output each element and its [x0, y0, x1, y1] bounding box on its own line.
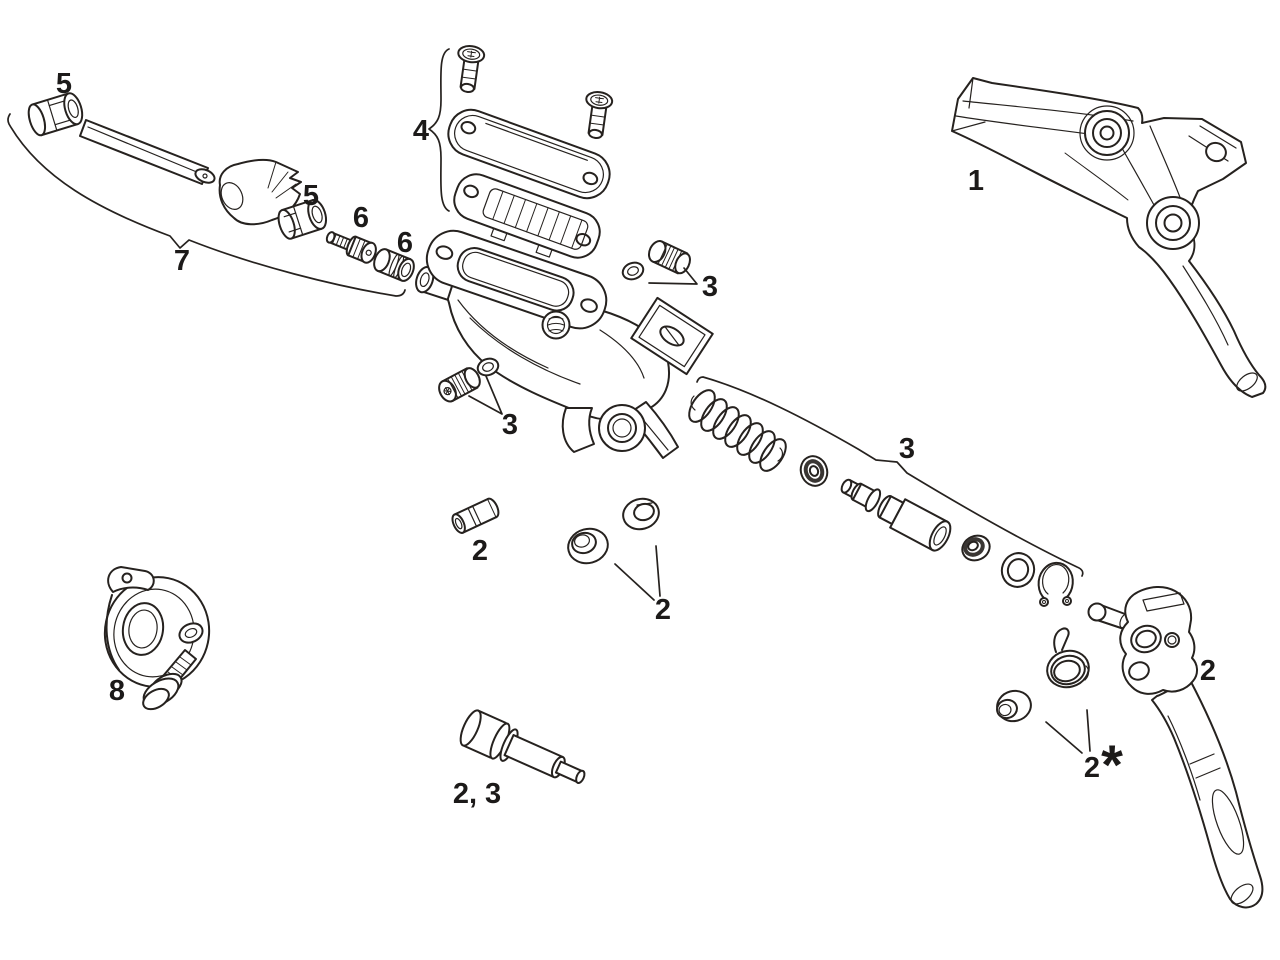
compression-barb	[325, 231, 377, 264]
callout-hose-barb: 6	[353, 202, 369, 234]
flanged-bushing	[567, 527, 609, 565]
piston-kit-bracket	[696, 376, 1084, 577]
callout-bleed-screw-upper: 3	[702, 271, 718, 303]
reservoir-bracket	[428, 48, 450, 212]
mc-threaded-port	[541, 310, 571, 340]
callout-leader-2-spring	[1045, 709, 1091, 754]
pivot-pin	[451, 497, 500, 534]
callout-hose-olive: 6	[397, 227, 413, 259]
lever-blade	[1119, 586, 1264, 909]
master-cylinder-flange	[425, 229, 608, 330]
callout-pivot-bushings: 2	[655, 594, 671, 626]
reservoir-cover	[447, 108, 611, 200]
compression-olive	[373, 248, 415, 282]
piston-seal	[961, 534, 991, 562]
callout-hose-nut-front: 5	[56, 68, 72, 100]
reservoir-screw-2	[585, 91, 614, 140]
callout-pivot-pin: 2	[472, 535, 488, 567]
blade-torsion-spring	[1046, 627, 1090, 689]
piston	[840, 478, 952, 552]
callout-piston-kit: 3	[899, 433, 915, 465]
callout-bleed-screw-lower: 3	[502, 409, 518, 441]
hose-nut-rear	[277, 198, 328, 240]
snap-ring	[1037, 561, 1074, 607]
reservoir-screw-1	[457, 45, 486, 94]
callout-leader-3-lower	[468, 375, 503, 415]
callout-labels: 1 4 5 5 6 6 7 3 3 3 2 2 2 2 * 8 2, 3	[56, 68, 1216, 810]
clamp-bolt	[142, 649, 197, 711]
piston-seal-cup	[799, 455, 829, 487]
callout-leader-2-washers	[614, 545, 661, 601]
handlebar-clamp	[103, 566, 211, 711]
callout-lever-blade: 2	[1200, 655, 1216, 687]
callout-reservoir-kit: 4	[413, 115, 429, 147]
mc-boss	[598, 404, 646, 452]
callout-hose-nut-rear: 5	[303, 180, 319, 212]
bleed-screw-lower	[438, 367, 481, 403]
brake-lever-assembly	[951, 77, 1267, 398]
wave-washer	[1000, 552, 1036, 588]
callout-lever-assembly: 1	[968, 165, 984, 197]
hydraulic-hose	[79, 119, 216, 185]
bleed-screw-upper	[647, 240, 691, 275]
callout-blade-spring-note: *	[1101, 733, 1123, 796]
hose-nut-front	[27, 92, 84, 137]
pivot-washer	[622, 497, 660, 531]
piston-spring	[688, 389, 787, 472]
callout-pushrod: 2, 3	[453, 778, 501, 810]
pushrod	[459, 709, 586, 784]
oring-lower	[476, 357, 500, 377]
callout-hose-kit: 7	[174, 245, 190, 277]
blade-bushing	[996, 689, 1032, 723]
oring-upper	[621, 261, 645, 281]
mc-clamp-ear	[630, 296, 714, 376]
callout-blade-spring: 2	[1084, 752, 1100, 784]
callout-leader-3-upper	[648, 267, 698, 285]
hose-kit-bracket	[7, 113, 406, 297]
callout-handlebar-clamp: 8	[109, 675, 125, 707]
reservoir-bladder	[453, 173, 601, 259]
hose-elbow-cover	[218, 158, 302, 226]
